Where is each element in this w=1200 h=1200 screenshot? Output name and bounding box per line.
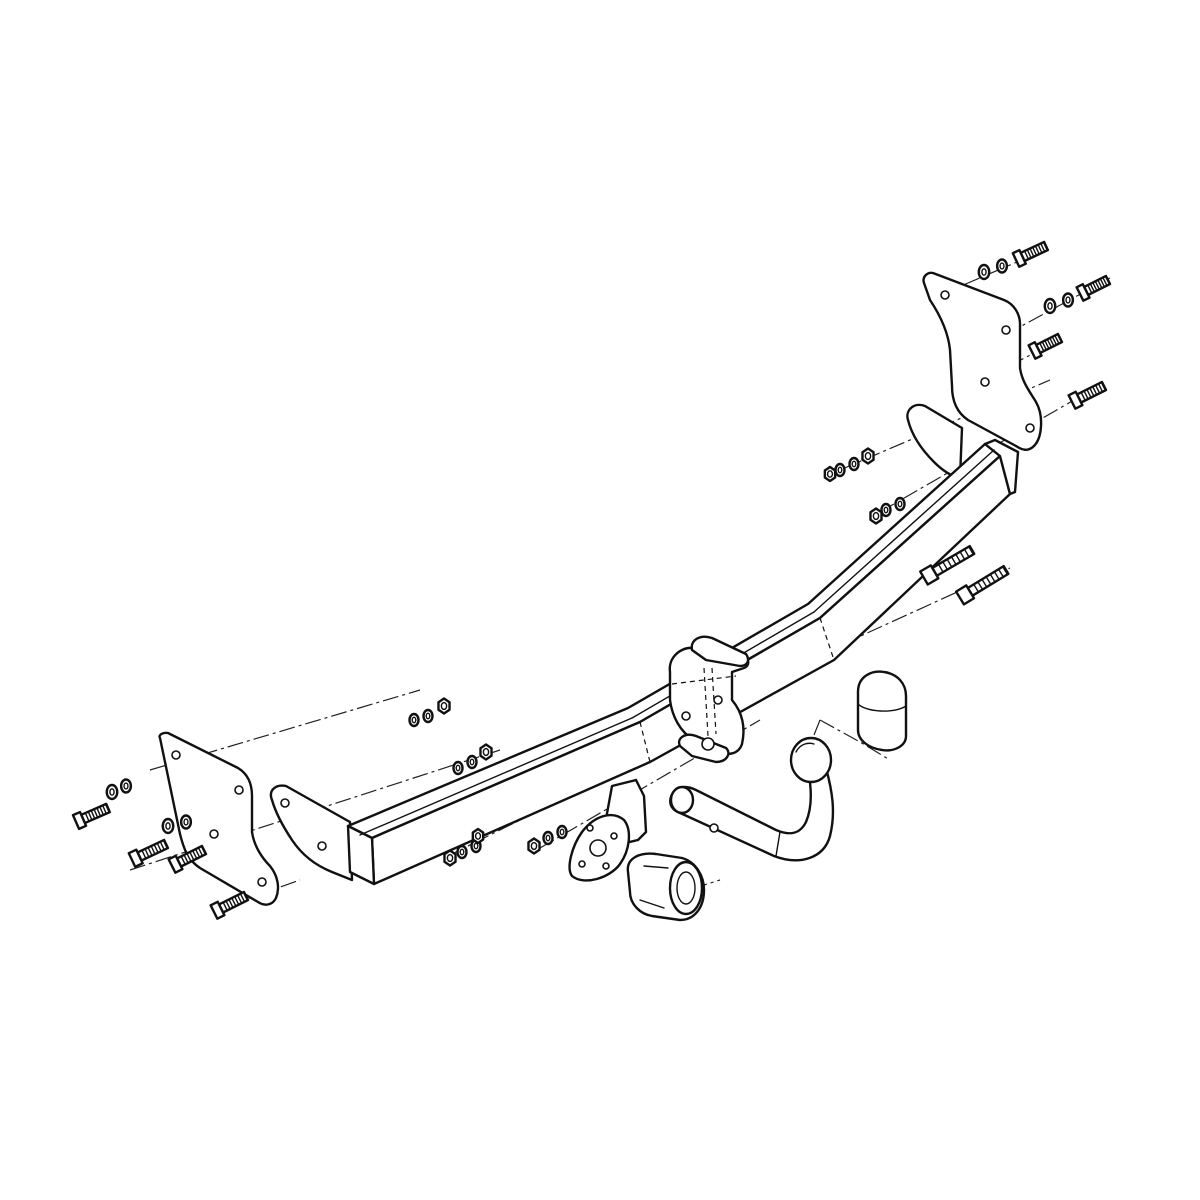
washer <box>466 754 478 770</box>
washer <box>834 462 846 478</box>
washer <box>161 817 175 835</box>
washer <box>880 502 892 518</box>
bolt <box>71 802 112 831</box>
bolt-hole <box>701 737 715 751</box>
washer <box>894 496 906 512</box>
bolt-hole <box>317 841 327 851</box>
washer <box>556 824 568 840</box>
bend-line <box>819 617 835 661</box>
fasteners <box>71 240 1112 920</box>
bolt-hole <box>578 860 586 868</box>
bolts <box>71 240 1112 920</box>
left-crossbar-flange <box>269 784 354 882</box>
bolt <box>1075 274 1112 302</box>
bolt-hole <box>234 785 244 795</box>
right-crossbar-flange <box>906 403 964 480</box>
socket-edge <box>643 865 669 869</box>
tow-ball-highlight <box>795 742 815 753</box>
washer <box>105 783 119 801</box>
nut <box>861 447 875 465</box>
nuts <box>437 447 883 867</box>
washer <box>1061 292 1075 308</box>
hidden-line <box>671 675 737 685</box>
axis-line <box>819 719 891 761</box>
ball-cap <box>856 670 908 752</box>
nut <box>869 507 883 525</box>
bolt <box>1011 240 1050 268</box>
nut <box>471 827 485 845</box>
washer <box>179 814 193 830</box>
nut <box>437 697 451 715</box>
nut <box>479 743 493 761</box>
tow-ball-neck <box>669 736 835 862</box>
washer <box>452 760 464 776</box>
bolt <box>127 838 170 868</box>
nut <box>823 465 837 483</box>
washer <box>1043 297 1057 315</box>
bolt <box>1067 380 1108 410</box>
tow-ball <box>789 736 833 784</box>
left-mounting-bracket <box>158 731 280 906</box>
washer <box>995 258 1009 274</box>
bolt-hole <box>713 695 723 705</box>
bolt <box>1027 332 1064 360</box>
bolt-hole <box>586 824 594 832</box>
socket-hole <box>589 839 607 857</box>
washer <box>977 263 991 281</box>
crossbar-edge <box>813 449 995 613</box>
crossbar-edge <box>359 717 633 836</box>
bolt-hole <box>1025 423 1035 433</box>
bolt-hole <box>940 290 950 300</box>
bolt <box>167 844 208 874</box>
bolt <box>209 890 250 920</box>
bolt-hole <box>280 798 290 808</box>
bend-line <box>639 721 651 763</box>
washer <box>848 456 860 472</box>
axis-line <box>879 384 1101 513</box>
bolt-hole <box>257 877 267 887</box>
bolt-hole <box>709 823 719 833</box>
bolt-hole <box>1001 325 1011 335</box>
bolt-hole <box>681 711 691 721</box>
socket-inner <box>676 871 696 905</box>
bolt-hole <box>171 750 181 760</box>
hidden-line <box>703 667 709 737</box>
axis-line <box>1004 277 1111 336</box>
axis-line <box>811 719 821 741</box>
socket-plate <box>568 778 648 882</box>
bolt-hole <box>209 829 219 839</box>
washer <box>119 778 133 794</box>
electrical-socket <box>626 852 706 922</box>
axis-line <box>539 719 761 849</box>
washer <box>408 712 420 728</box>
socket-edge <box>639 899 665 909</box>
washer <box>542 830 554 846</box>
bolt <box>954 564 1010 606</box>
nut <box>443 849 457 867</box>
center-receiver <box>668 635 750 764</box>
washer <box>422 708 434 724</box>
cap-rim <box>857 703 907 712</box>
hidden-line <box>711 667 717 735</box>
neck-end <box>669 785 695 815</box>
bolt <box>919 544 976 586</box>
nut <box>527 837 541 855</box>
bolt-hole <box>602 862 610 870</box>
bolt-hole <box>980 377 990 387</box>
bolt-hole <box>610 832 618 840</box>
washer <box>456 844 468 860</box>
right-mounting-bracket <box>922 271 1043 451</box>
axis-line <box>149 689 421 771</box>
socket-face <box>668 860 704 916</box>
neck-edge <box>775 831 781 857</box>
